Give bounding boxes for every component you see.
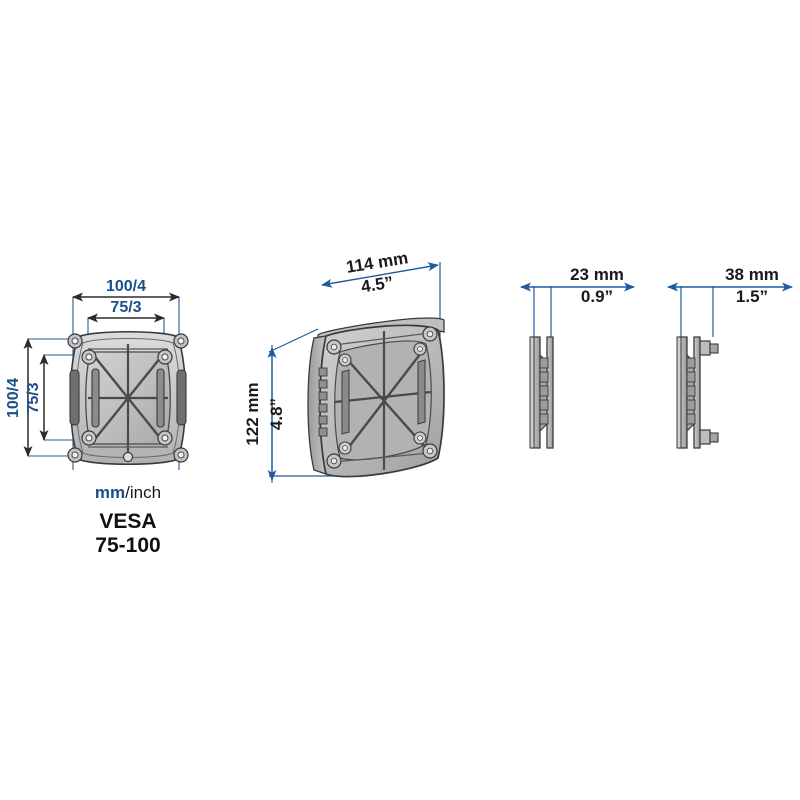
- front-dim-left-outer: 100/4: [5, 378, 22, 418]
- front-dim-left-outer-value: 100/4: [5, 378, 22, 418]
- isometric-view-group: [267, 262, 445, 483]
- units-caption: mm/inch: [95, 483, 161, 502]
- iso-dim-width-mm: 114 mm: [345, 248, 410, 277]
- front-edge-ribs: [88, 348, 168, 448]
- side-a-rungs: [539, 357, 549, 425]
- side-a-extension-lines: [533, 286, 552, 337]
- front-dim-top-outer-value: 100/4: [106, 278, 146, 295]
- iso-dim-height-mm: 122 mm: [243, 382, 262, 445]
- iso-side-slots: [341, 359, 426, 435]
- front-view-group: [23, 292, 189, 470]
- vesa-standard-line2: 75-100: [95, 534, 160, 557]
- iso-ladder-detail: [318, 367, 328, 437]
- front-dim-left-inner-value: 75/3: [25, 382, 42, 413]
- front-outer-mounting-holes: [67, 333, 189, 463]
- vesa-standard-line1: VESA: [99, 510, 156, 533]
- side-a-profile: [529, 336, 554, 449]
- iso-dim-width-inch: 4.5”: [360, 273, 395, 297]
- side-a-dim-inch: 0.9”: [581, 287, 613, 306]
- front-inner-mounting-holes: [81, 349, 173, 446]
- front-dimension-lines: [23, 292, 180, 457]
- iso-dim-height-inch: 4.8”: [267, 398, 286, 430]
- side-b-bolt-studs: [699, 340, 719, 445]
- front-plate-body: [67, 330, 189, 466]
- iso-mounting-holes: [326, 326, 438, 469]
- side-b-profile: [676, 336, 719, 449]
- iso-edge-ribs: [333, 332, 431, 463]
- iso-plate-body: [307, 317, 445, 478]
- side-a-dim-mm: 23 mm: [570, 265, 624, 284]
- front-dim-top-inner-value: 75/3: [110, 299, 141, 316]
- front-dim-top-inner: 75/3: [110, 299, 141, 316]
- iso-dimension-lines: [267, 262, 439, 481]
- side-b-rungs: [686, 357, 696, 425]
- front-side-slots: [69, 368, 187, 428]
- side-b-extension-lines: [680, 286, 714, 337]
- front-cross-ribs: [88, 344, 168, 452]
- side-b-dim-mm: 38 mm: [725, 265, 779, 284]
- units-caption-mm: mm: [95, 483, 125, 502]
- front-dim-left-inner: 75/3: [25, 382, 42, 413]
- iso-cross-ribs: [334, 331, 432, 470]
- front-dim-top-outer: 100/4: [106, 278, 146, 295]
- side-view-b-group: [667, 282, 793, 449]
- front-center-pip: [122, 451, 134, 463]
- side-b-dim-inch: 1.5”: [736, 287, 768, 306]
- units-caption-inch: /inch: [125, 483, 161, 502]
- side-view-a-group: [520, 282, 635, 449]
